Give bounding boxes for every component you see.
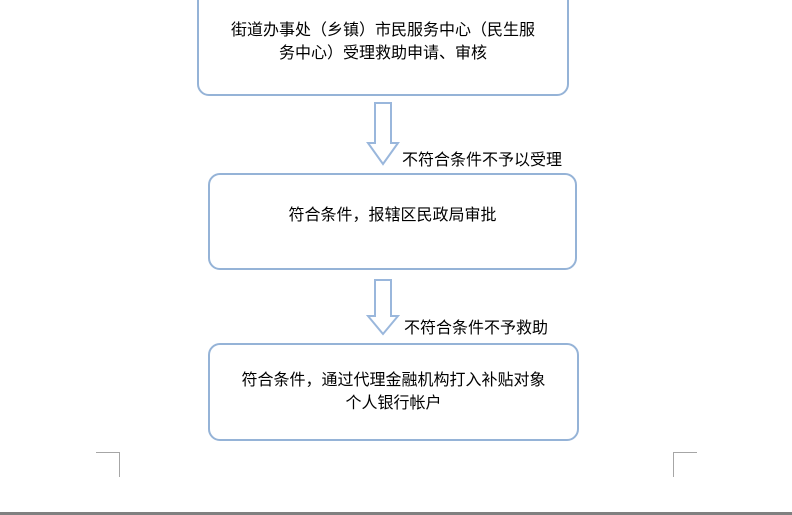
flow-box-intake-text: 街道办事处（乡镇）市民服务中心（民生服务中心）受理救助申请、审核	[230, 20, 535, 62]
crop-mark-bottom-left	[96, 452, 120, 453]
flow-box-payout-text: 符合条件，通过代理金融机构打入补贴对象个人银行帐户	[241, 370, 546, 412]
crop-mark-bottom-left	[119, 452, 120, 477]
arrow-2-label: 不符合条件不予救助	[404, 318, 549, 337]
crop-mark-bottom-right	[673, 452, 697, 453]
down-arrow-icon[interactable]	[366, 279, 400, 336]
flow-box-approval-text: 符合条件，报辖区民政局审批	[288, 205, 497, 224]
down-arrow-icon[interactable]	[366, 102, 400, 166]
flow-box-approval[interactable]: 符合条件，报辖区民政局审批	[208, 173, 577, 270]
arrow-1-label: 不符合条件不予以受理	[402, 150, 563, 169]
flow-box-payout[interactable]: 符合条件，通过代理金融机构打入补贴对象个人银行帐户	[208, 343, 579, 441]
window-bottom-edge	[0, 512, 792, 515]
flow-box-intake[interactable]: 街道办事处（乡镇）市民服务中心（民生服务中心）受理救助申请、审核	[197, 0, 569, 96]
crop-mark-bottom-right	[673, 452, 674, 477]
